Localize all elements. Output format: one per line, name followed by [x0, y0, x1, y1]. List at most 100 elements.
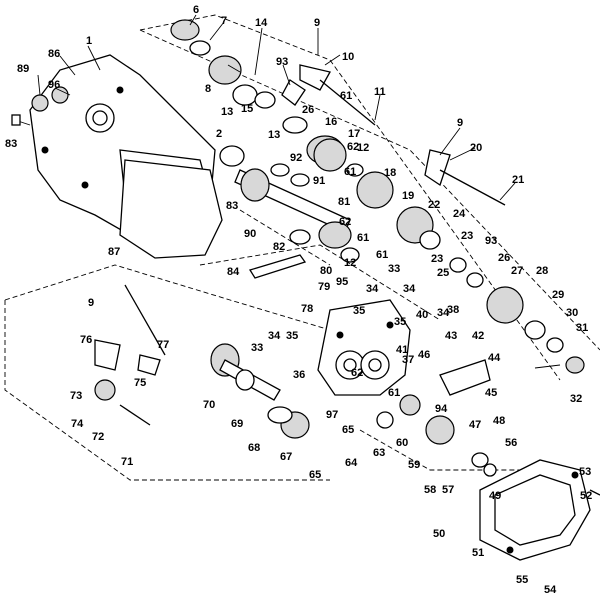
part-number: 26 — [498, 252, 510, 264]
part-number: 34 — [268, 330, 281, 342]
part-number: 18 — [384, 167, 396, 179]
part-number: 87 — [108, 246, 120, 258]
part-number: 52 — [580, 490, 592, 502]
part-number: 25 — [437, 267, 449, 279]
part-number: 24 — [453, 208, 466, 220]
part-number: 74 — [71, 418, 84, 430]
shift-fork-assembly-top — [281, 64, 506, 206]
part-number: 51 — [472, 547, 484, 559]
part-number: 86 — [48, 48, 60, 60]
part-number: 65 — [309, 469, 321, 481]
part-number: 6 — [193, 4, 199, 16]
part-number: 44 — [488, 352, 501, 364]
part-number: 33 — [388, 263, 400, 275]
rear-cover — [479, 459, 600, 561]
part-number: 35 — [286, 330, 298, 342]
part-number: 34 — [403, 283, 416, 295]
part-number: 67 — [280, 451, 292, 463]
part-number: 60 — [396, 437, 408, 449]
part-number: 62 — [339, 216, 351, 228]
part-number: 61 — [344, 166, 356, 178]
gasket-outline — [119, 159, 223, 259]
part-number: 22 — [428, 199, 440, 211]
part-number: 41 — [396, 344, 408, 356]
part-number: 23 — [431, 253, 443, 265]
part-number: 91 — [313, 175, 325, 187]
part-number: 9 — [457, 117, 463, 129]
part-number: 71 — [121, 456, 133, 468]
part-number: 93 — [276, 56, 288, 68]
part-number: 19 — [402, 190, 414, 202]
part-number: 13 — [221, 106, 233, 118]
part-number: 27 — [511, 265, 523, 277]
main-shaft-gears — [313, 138, 585, 374]
part-number: 73 — [70, 390, 82, 402]
countershaft — [234, 163, 352, 249]
part-number: 61 — [388, 387, 400, 399]
part-number: 61 — [357, 232, 369, 244]
housing-bolts — [11, 94, 49, 126]
part-number: 95 — [336, 276, 348, 288]
part-number: 35 — [353, 305, 365, 317]
part-number: 9 — [314, 17, 320, 29]
part-number: 13 — [268, 129, 280, 141]
part-number: 62 — [351, 367, 363, 379]
part-number: 9 — [88, 297, 94, 309]
part-number: 42 — [472, 330, 484, 342]
part-number: 92 — [290, 152, 302, 164]
part-number: 48 — [493, 415, 505, 427]
part-number: 11 — [374, 86, 386, 98]
part-number: 14 — [255, 17, 268, 29]
part-number: 54 — [544, 584, 557, 596]
part-number: 53 — [579, 466, 591, 478]
part-number: 45 — [485, 387, 497, 399]
part-number: 7 — [221, 15, 227, 27]
part-number: 97 — [326, 409, 338, 421]
part-number: 61 — [376, 249, 388, 261]
part-number: 34 — [366, 283, 379, 295]
part-number: 75 — [134, 377, 146, 389]
part-number: 57 — [442, 484, 454, 496]
part-number: 16 — [325, 116, 337, 128]
part-number: 21 — [512, 174, 524, 186]
part-number: 94 — [435, 403, 448, 415]
part-number: 82 — [273, 241, 285, 253]
part-number: 36 — [293, 369, 305, 381]
part-number: 59 — [408, 459, 420, 471]
part-number: 46 — [418, 349, 430, 361]
part-number: 84 — [227, 266, 240, 278]
part-number: 2 — [216, 128, 222, 140]
part-number: 50 — [433, 528, 445, 540]
part-number: 38 — [447, 304, 459, 316]
part-number: 26 — [302, 104, 314, 116]
part-number: 58 — [424, 484, 436, 496]
part-number: 31 — [576, 322, 588, 334]
part-number: 96 — [48, 79, 60, 91]
part-number: 81 — [338, 196, 350, 208]
part-number: 72 — [92, 431, 104, 443]
part-number: 20 — [470, 142, 482, 154]
part-number: 12 — [344, 257, 356, 269]
part-number: 65 — [342, 424, 354, 436]
part-number: 80 — [320, 265, 332, 277]
part-number: 89 — [17, 63, 29, 75]
part-number: 29 — [552, 289, 564, 301]
part-number: 55 — [516, 574, 528, 586]
part-number: 8 — [205, 83, 211, 95]
part-number: 90 — [244, 228, 256, 240]
part-number: 61 — [340, 90, 352, 102]
part-number: 56 — [505, 437, 517, 449]
part-number: 12 — [357, 142, 369, 154]
part-number: 43 — [445, 330, 457, 342]
part-number: 40 — [416, 309, 428, 321]
shift-fork-assembly-lower — [94, 284, 166, 426]
output-shaft — [210, 343, 497, 477]
part-number: 76 — [80, 334, 92, 346]
part-number: 34 — [437, 307, 450, 319]
part-number: 17 — [348, 128, 360, 140]
part-number: 83 — [226, 200, 238, 212]
part-number: 68 — [248, 442, 260, 454]
part-number: 64 — [345, 457, 358, 469]
part-number: 32 — [570, 393, 582, 405]
